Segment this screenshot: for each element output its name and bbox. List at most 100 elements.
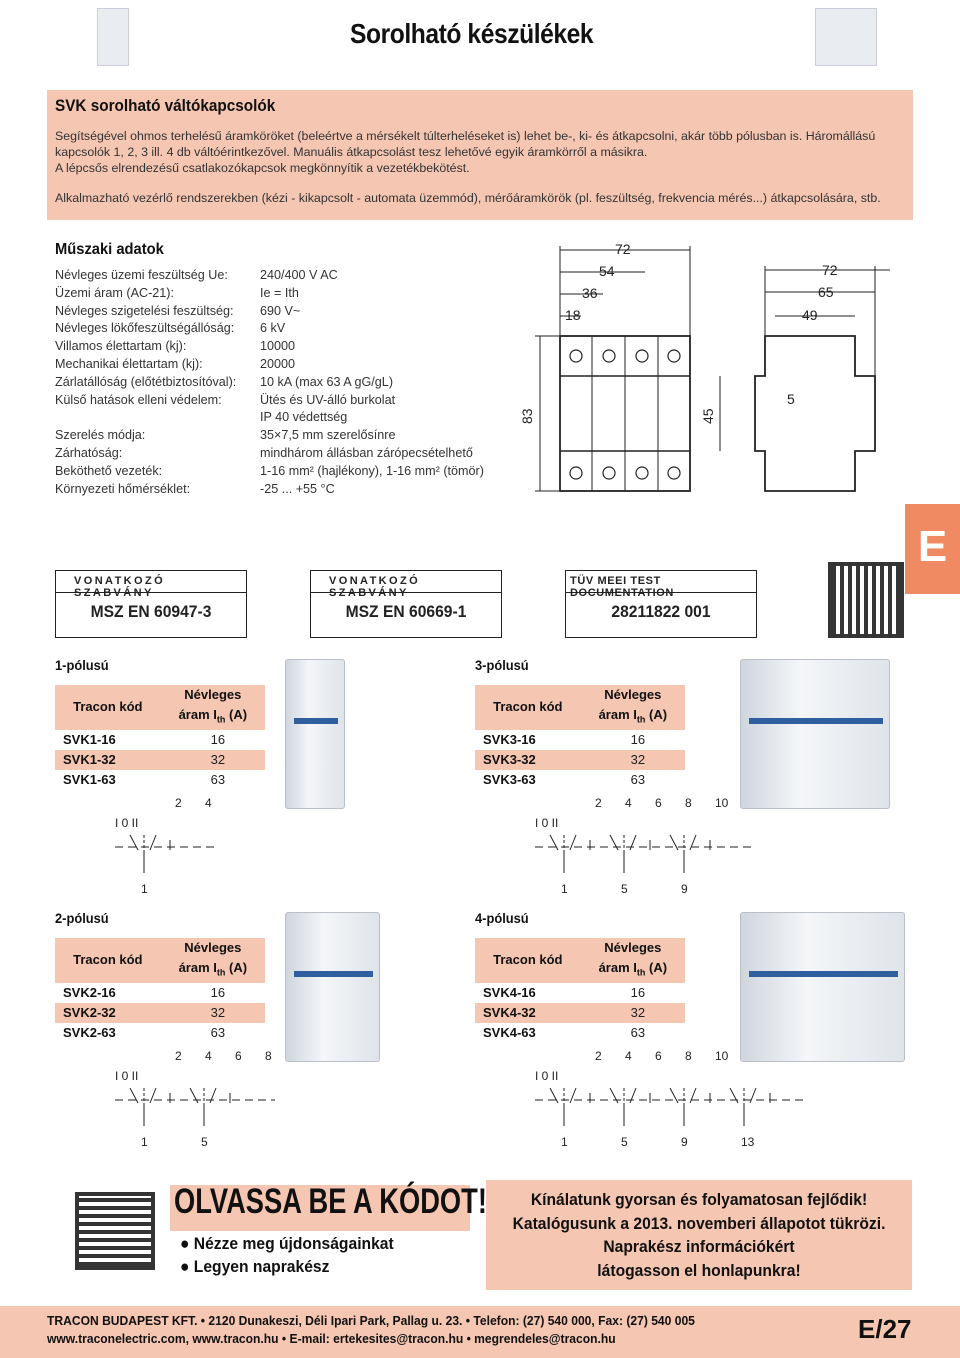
standard-box-1: VONATKOZÓ SZABVÁNY MSZ EN 60947-3 [55,570,247,638]
qr-code-small[interactable] [828,562,904,638]
promo-bullet-2-text: Legyen naprakész [193,1257,330,1276]
spec-value: 1-16 mm² (hajlékony), 1-16 mm² (tömör) [260,463,484,478]
col-current-sub: th [216,714,226,725]
product-brand-strip [294,718,338,724]
promo-bullet-2: ● Legyen naprakész [180,1257,330,1276]
product-code: SVK4-32 [475,1002,581,1023]
intro-paragraph-2: Alkalmazható vezérlő rendszerekben (kézi… [55,191,881,205]
spec-row: Névleges lökőfeszültségállóság:6 kV [55,320,505,338]
intro-paragraph-1b: A lépcsős elrendezésű csatlakozókapcsok … [55,161,470,175]
product-code: SVK3-32 [475,749,581,770]
qr-code-large[interactable] [75,1192,155,1270]
dim-18: 18 [565,307,581,323]
col-current-unit: (A) [649,960,668,975]
col-current-line1: Névleges [604,940,662,955]
col-current-sub: th [216,967,226,978]
product-title: 2-pólusú [55,910,109,926]
product-current: 16 [630,732,646,748]
col-current-unit: (A) [229,960,248,975]
product-brand-strip [749,718,883,724]
switch-positions: I 0 II [535,1069,558,1083]
col-code-header: Tracon kód [55,938,161,983]
col-code-header: Tracon kód [55,685,161,730]
col-current-unit: (A) [229,707,248,722]
dim-54: 54 [599,263,615,279]
product-current: 32 [580,1002,685,1023]
product-image [285,912,380,1062]
terminal-top-label: 4 [205,1049,212,1063]
terminal-bottom-label: 5 [621,1135,628,1149]
col-current-sub: th [636,967,646,978]
page-title: Sorolható készülékek [350,18,594,49]
standard-head: VONATKOZÓ SZABVÁNY [311,571,501,599]
terminal-top-label: 8 [685,1049,692,1063]
specs-section: Műszaki adatok Névleges üzemi feszültség… [55,241,505,498]
standard-box-3: TÜV MEEI TEST DOCUMENTATION 28211822 001 [565,570,757,638]
product-current: 63 [630,772,646,788]
col-current-unit: (A) [649,707,668,722]
spec-key: Környezeti hőmérséklet: [55,481,191,496]
switch-positions: I 0 II [535,816,558,830]
product-current: 63 [210,772,226,788]
product-image [740,659,890,809]
promo-bullet-1-text: Nézze meg újdonságainkat [193,1234,394,1253]
terminal-top-label: 10 [715,1049,729,1063]
product-current: 32 [580,749,685,770]
spec-row: Névleges szigetelési feszültség:690 V~ [55,303,505,321]
product-image [740,912,905,1062]
product-code: SVK4-16 [483,985,536,1001]
spec-value: 690 V~ [260,303,301,318]
specs-title: Műszaki adatok [55,241,164,258]
terminal-bottom-label: 5 [201,1135,208,1149]
dim-83: 83 [519,408,535,424]
product-image [285,659,345,809]
product-current: 32 [160,749,265,770]
section-tab-e: E [905,504,960,594]
standard-value: 28211822 001 [611,602,711,621]
col-current-line2: áram I [178,707,217,722]
footer-contacts[interactable]: www.traconelectric.com, www.tracon.hu • … [47,1331,616,1346]
product-current: 63 [210,1025,226,1041]
product-current: 63 [630,1025,646,1041]
col-current-sub: th [636,714,646,725]
terminal-top-label: 6 [235,1049,242,1063]
spec-row: IP 40 védettség [55,409,505,427]
terminal-top-label: 6 [655,796,662,810]
spec-row: Szerelés módja:35×7,5 mm szerelősínre [55,427,505,445]
intro-heading: SVK sorolható váltókapcsolók [55,96,276,115]
terminal-top-label: 4 [205,796,212,810]
product-brand-strip [294,971,373,977]
col-code-header: Tracon kód [475,938,581,983]
spec-key: Névleges üzemi feszültség Ue: [55,268,228,282]
specs-list: Névleges üzemi feszültség Ue:240/400 V A… [55,267,505,498]
intro-paragraph-1: Segítségével ohmos terhelésű áramköröket… [55,129,876,159]
terminal-bottom-label: 9 [681,882,688,896]
spec-row: Környezeti hőmérséklet:-25 ... +55 °C [55,481,505,499]
spec-key: Zárlatállóság (előtétbiztosítóval): [55,374,237,389]
terminal-top-label: 4 [625,1049,632,1063]
dim-side-5: 5 [787,391,795,407]
spec-value: Ie = Ith [260,285,299,300]
product-code: SVK3-16 [483,732,536,748]
col-current-line2: áram I [178,960,217,975]
product-current: 32 [160,1002,265,1023]
terminal-bottom-label: 9 [681,1135,688,1149]
product-current: 16 [210,985,226,1001]
terminal-bottom-label: 1 [141,882,148,896]
spec-value: 35×7,5 mm szerelősínre [260,428,396,443]
product-brand-strip [749,971,898,977]
switch-positions: I 0 II [115,1069,138,1083]
standard-value: MSZ EN 60669-1 [345,602,467,621]
